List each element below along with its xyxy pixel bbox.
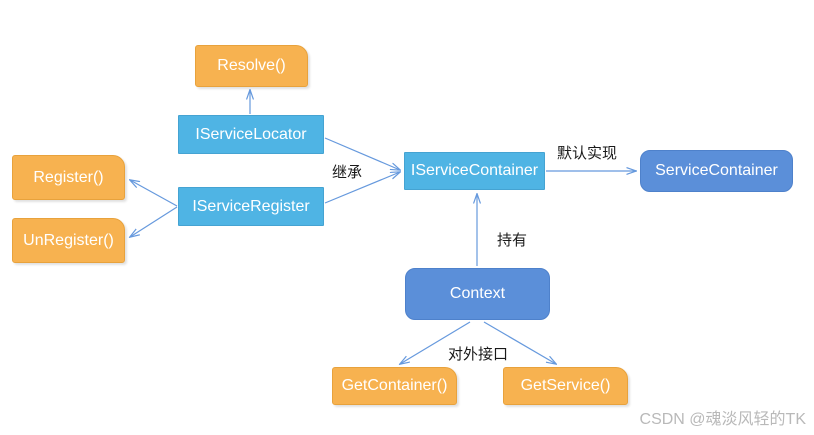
node-getcontainer-label: GetContainer() [341,377,448,395]
node-resolve[interactable]: Resolve() [195,45,308,87]
edge-label-inherit: 继承 [332,164,363,181]
edge-register-to-register [130,180,178,207]
node-context[interactable]: Context [405,268,550,320]
node-iservicelocator-label: IServiceLocator [195,125,307,143]
node-getservice[interactable]: GetService() [503,367,628,405]
edge-label-holds: 持有 [497,232,528,249]
node-register[interactable]: Register() [12,155,125,200]
node-getservice-label: GetService() [520,377,611,395]
edge-label-external-interface: 对外接口 [448,346,509,363]
node-unregister[interactable]: UnRegister() [12,218,125,263]
node-iservicelocator[interactable]: IServiceLocator [178,115,324,154]
node-iserviceregister-label: IServiceRegister [192,197,310,215]
node-iservicecontainer-label: IServiceContainer [410,162,539,180]
node-iserviceregister[interactable]: IServiceRegister [178,187,324,226]
edge-label-default-impl: 默认实现 [557,145,618,162]
node-servicecontainer[interactable]: ServiceContainer [640,150,793,192]
node-getcontainer[interactable]: GetContainer() [332,367,457,405]
edge-register-to-unregister [130,206,178,237]
node-resolve-label: Resolve() [217,57,286,75]
node-servicecontainer-label: ServiceContainer [655,162,778,180]
csdn-watermark: CSDN @魂淡风轻的TK [639,411,806,428]
node-unregister-label: UnRegister() [23,231,114,249]
node-register-label: Register() [33,168,104,186]
node-context-label: Context [449,285,506,303]
node-iservicecontainer[interactable]: IServiceContainer [404,152,545,190]
